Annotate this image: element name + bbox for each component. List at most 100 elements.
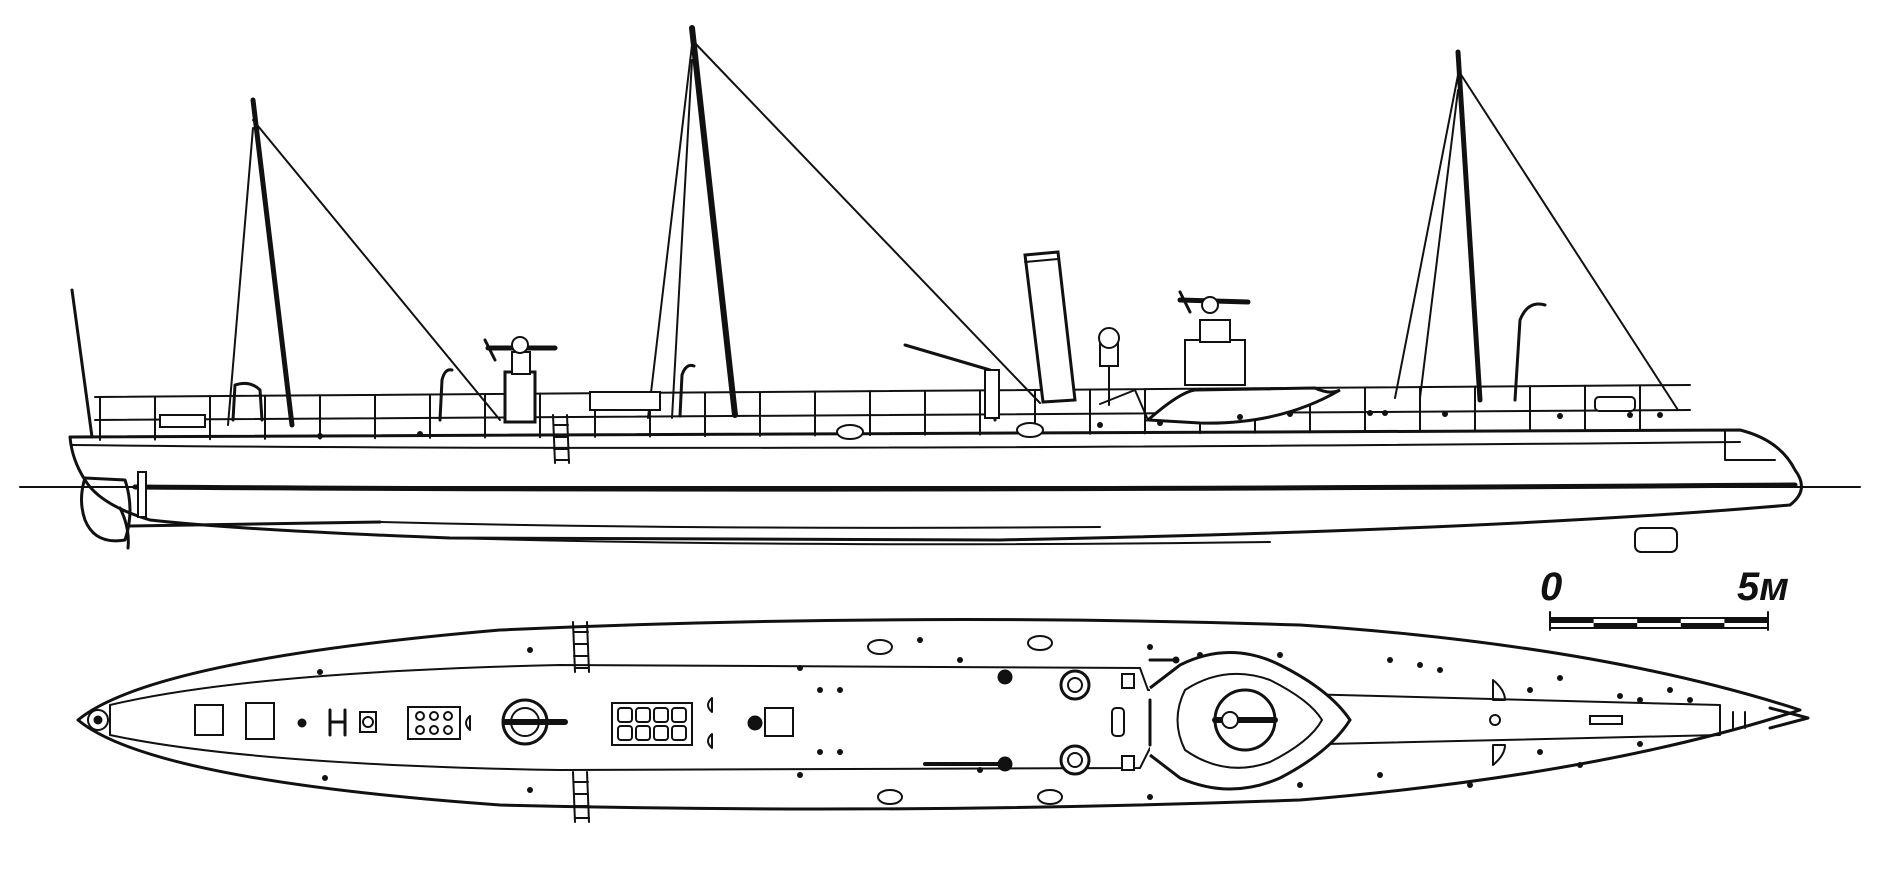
- rivet: [1557, 675, 1563, 681]
- rivet: [957, 657, 963, 663]
- rivet: [1157, 420, 1163, 426]
- rivet: [1557, 413, 1563, 419]
- skylight-pane: [429, 725, 439, 735]
- bridge-binnacle: [1098, 327, 1120, 406]
- forward-gun-platform-plan: [1148, 651, 1352, 791]
- bow-torpedo: [1634, 527, 1678, 553]
- rivet: [527, 787, 533, 793]
- rivet: [1467, 782, 1473, 788]
- skylight-pane: [635, 707, 651, 723]
- funnel: [1023, 250, 1077, 404]
- davit-post: [984, 369, 1000, 419]
- skylight-pane: [653, 707, 669, 723]
- rivet: [1437, 667, 1443, 673]
- ventilator-mid: [678, 363, 696, 418]
- rivet: [797, 665, 803, 671]
- deck-scuttle: [877, 789, 903, 805]
- forward-gun-mount: [1099, 290, 1341, 425]
- propeller-shaft: [128, 520, 382, 528]
- rivet: [1637, 741, 1643, 747]
- rivet: [1297, 782, 1303, 788]
- rivet: [1577, 762, 1583, 768]
- skylight-pane: [443, 711, 453, 721]
- scale-segment: [1680, 623, 1725, 628]
- ventilator-aft: [438, 368, 454, 422]
- scale-segment: [1724, 618, 1768, 623]
- scale-segment: [1550, 618, 1594, 623]
- rivet: [317, 433, 323, 439]
- side-scuttle: [836, 424, 864, 440]
- scale-bar: 0 5м: [1540, 565, 1789, 631]
- rivet: [317, 669, 323, 675]
- side-profile-view: [19, 25, 1861, 553]
- aft-hatch-2: [245, 702, 275, 740]
- side-rivets: [317, 410, 1663, 439]
- deck-railing: [94, 384, 1691, 441]
- rivet: [1687, 697, 1693, 703]
- rivet: [1277, 652, 1283, 658]
- skylight-pane: [617, 725, 633, 741]
- scale-segment: [1593, 623, 1638, 628]
- main-mast: [647, 25, 1041, 419]
- boot-top-stripe: [132, 482, 1798, 492]
- skylight-pane: [653, 725, 669, 741]
- propeller: [118, 506, 130, 550]
- stern-fairlead-center: [93, 715, 103, 725]
- bow-turtleback: [1724, 429, 1776, 461]
- vent-plan: [997, 669, 1013, 685]
- deck-house-outline: [109, 664, 1721, 771]
- rivet: [1637, 697, 1643, 703]
- aft-ventilator-plan: [465, 715, 471, 731]
- deck-plan-ladder-bottom: [572, 771, 590, 823]
- capstan: [1594, 396, 1636, 412]
- deck-edge: [71, 441, 1741, 449]
- bow-tip: [1768, 706, 1810, 730]
- aft-skylight: [159, 414, 206, 428]
- rivet: [527, 647, 533, 653]
- deck-plan-ladder-top: [572, 621, 590, 673]
- mid-skylight: [589, 391, 661, 411]
- deck-plan-hull: [76, 618, 1802, 811]
- rivet: [917, 637, 923, 643]
- rivet: [1287, 411, 1293, 417]
- deck-fitting: [1121, 673, 1135, 689]
- rivet: [1537, 749, 1543, 755]
- rivet: [1197, 652, 1203, 658]
- funnel-plan-bollard: [747, 715, 763, 731]
- skylight-pane: [671, 707, 687, 723]
- aft-gun-plan: [501, 698, 568, 746]
- stern-flagstaff: [70, 288, 94, 439]
- fore-ventilator-plan: [1492, 679, 1506, 701]
- aft-gun-mount: [483, 336, 558, 424]
- skylight-pane: [415, 711, 425, 721]
- rivet: [1657, 412, 1663, 418]
- stern-post: [137, 471, 147, 518]
- side-scuttle: [1016, 422, 1044, 438]
- scale-segment: [1637, 618, 1681, 623]
- rivet: [1417, 662, 1423, 668]
- rivet: [1667, 687, 1673, 693]
- rivet: [977, 767, 983, 773]
- skylight-pane: [429, 711, 439, 721]
- rivet: [1617, 693, 1623, 699]
- rivet: [837, 749, 843, 755]
- keel-line: [449, 537, 1271, 546]
- rivet: [1237, 414, 1243, 420]
- deck-fitting: [1121, 755, 1135, 771]
- rivet: [1527, 687, 1533, 693]
- aft-skylight-plan: [407, 706, 461, 740]
- fore-mast: [1394, 49, 1679, 411]
- hull-outline: [68, 428, 1803, 542]
- anchor-plan: [1589, 715, 1623, 725]
- ventilator-aft-2: [231, 381, 264, 422]
- skylight-pane: [671, 725, 687, 741]
- skylight-pane: [443, 725, 453, 735]
- rivet: [1147, 644, 1153, 650]
- rivet: [1387, 657, 1393, 663]
- deck-scuttle: [1027, 635, 1053, 651]
- rivet: [817, 749, 823, 755]
- rivet: [1627, 412, 1633, 418]
- rivet: [837, 687, 843, 693]
- scale-start-label: 0: [1540, 565, 1562, 609]
